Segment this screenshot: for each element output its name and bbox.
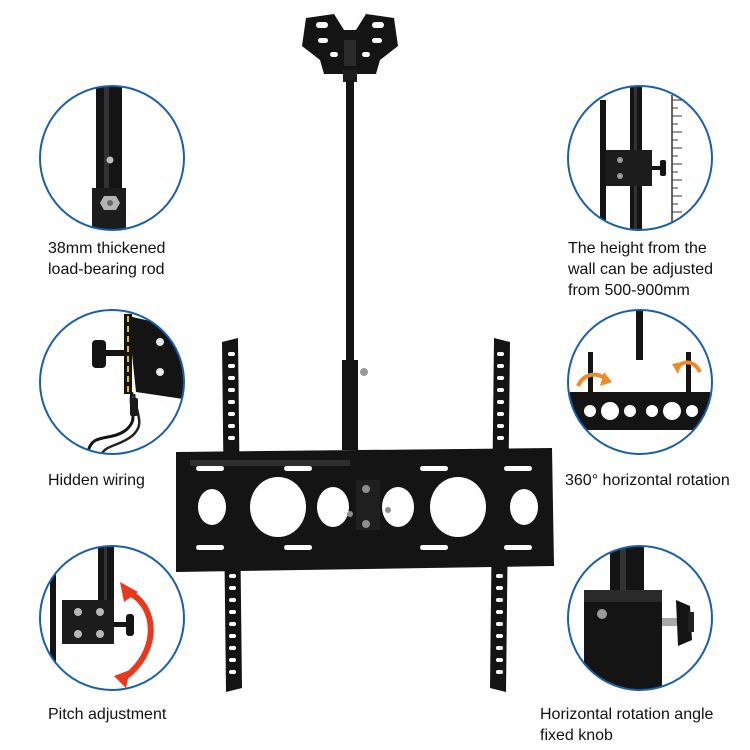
- caption-knob: Horizontal rotation angle fixed knob: [540, 704, 713, 746]
- ceiling-plate: [302, 14, 398, 74]
- caption-line: fixed knob: [540, 727, 613, 744]
- caption-line: Hidden wiring: [48, 472, 145, 489]
- caption-line: wall can be adjusted: [568, 261, 713, 278]
- detail-rotation-circle: [567, 309, 713, 455]
- horizontal-mount-plate: [176, 448, 554, 572]
- caption-line: from 500-900mm: [568, 282, 690, 299]
- caption-pitch: Pitch adjustment: [48, 704, 166, 725]
- caption-line: Pitch adjustment: [48, 706, 167, 723]
- caption-rod: 38mm thickened load-bearing rod: [48, 238, 165, 280]
- caption-line: 360° horizontal rotation: [565, 472, 730, 489]
- detail-pitch-circle: [39, 545, 185, 691]
- telescopic-rod: [342, 70, 368, 450]
- caption-line: The height from the: [568, 240, 707, 257]
- caption-height: The height from the wall can be adjusted…: [568, 238, 713, 301]
- caption-line: load-bearing rod: [48, 261, 165, 278]
- detail-wiring-circle: [39, 309, 185, 455]
- detail-rod-circle: [39, 85, 185, 231]
- caption-wiring: Hidden wiring: [48, 470, 145, 491]
- detail-knob-circle: [567, 545, 713, 691]
- detail-height-circle: [567, 85, 713, 231]
- caption-line: Horizontal rotation angle: [540, 706, 714, 723]
- caption-rotation: 360° horizontal rotation: [565, 470, 730, 491]
- ceiling-tv-mount: [176, 14, 554, 692]
- caption-line: 38mm thickened: [48, 240, 166, 257]
